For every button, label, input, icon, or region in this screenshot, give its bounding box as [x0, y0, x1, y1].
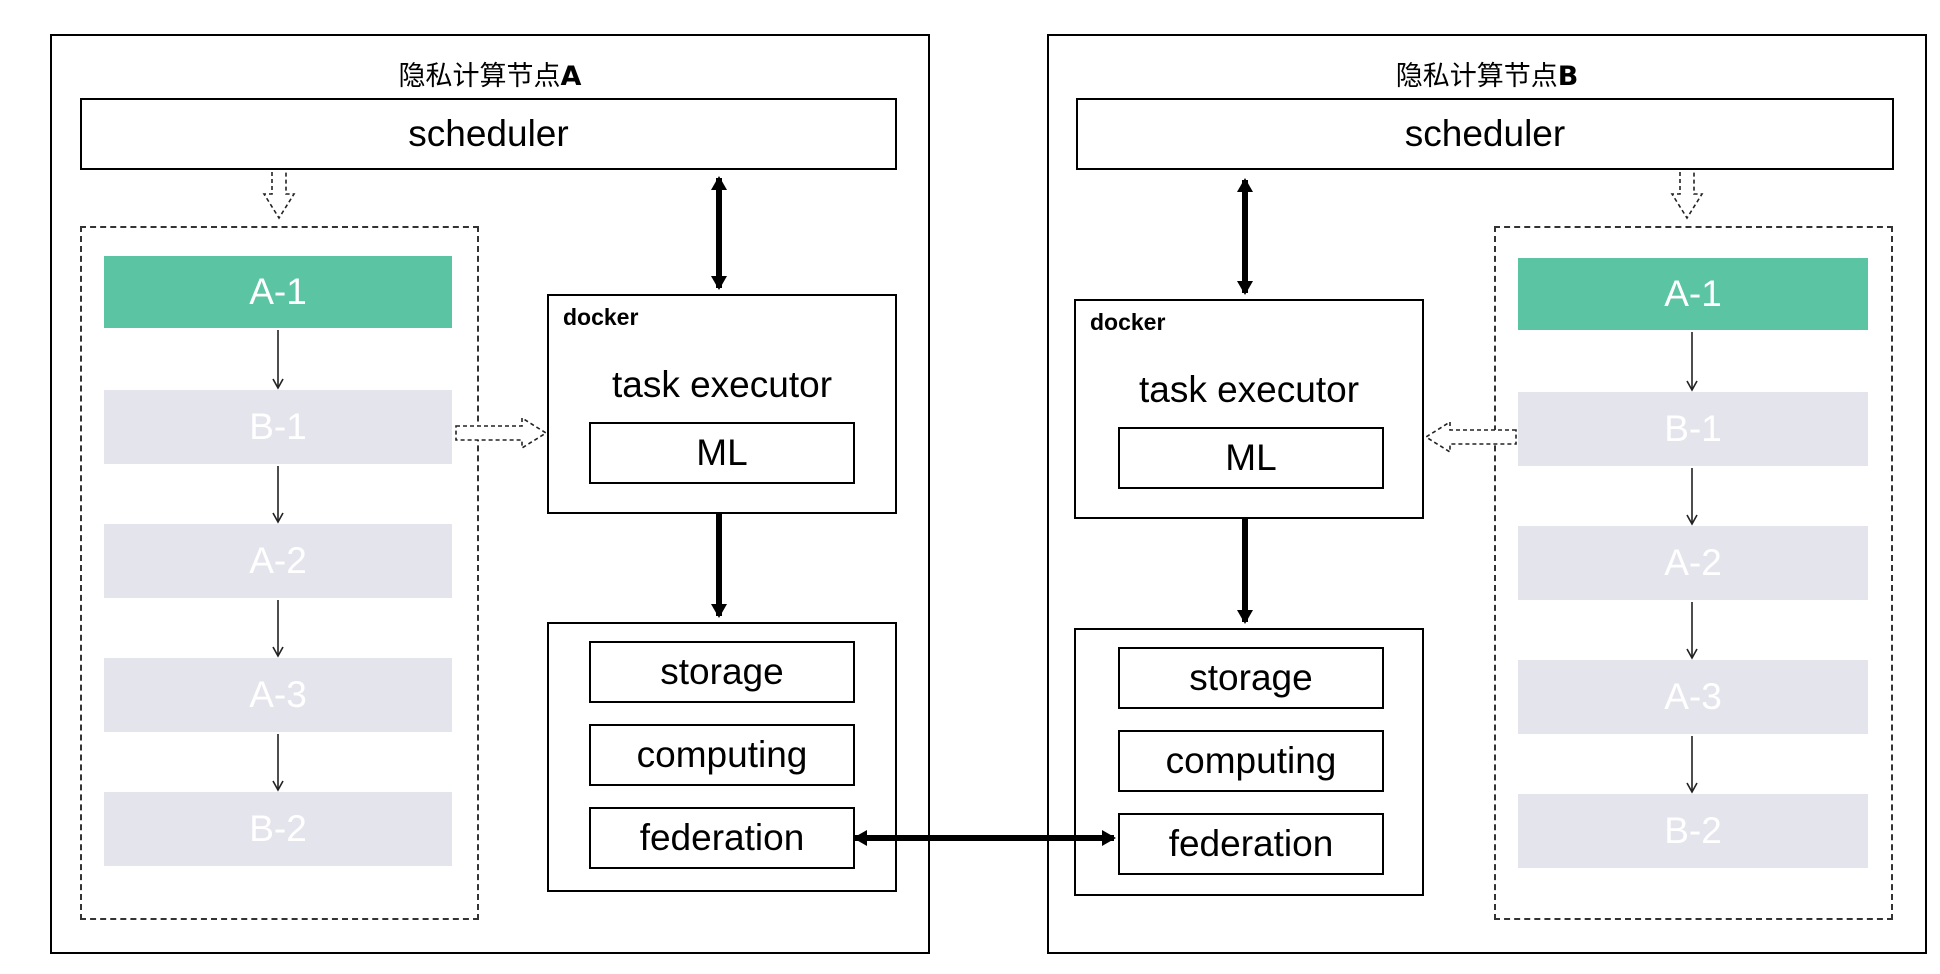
node-a-task-a2[interactable]: A-2 [104, 524, 452, 598]
node-a-title: 隐私计算节点A [52, 54, 928, 93]
node-b-task-a2[interactable]: A-2 [1518, 526, 1868, 600]
node-b-services-container: storage computing federation [1074, 628, 1424, 896]
node-a-task-b2[interactable]: B-2 [104, 792, 452, 866]
node-a-services-container: storage computing federation [547, 622, 897, 892]
node-b-scheduler[interactable]: scheduler [1076, 98, 1894, 170]
node-a-scheduler[interactable]: scheduler [80, 98, 897, 170]
node-a-task-a1[interactable]: A-1 [104, 256, 452, 328]
node-b-title-suffix: B [1557, 61, 1579, 92]
node-a-title-prefix: 隐私计算节点 [398, 61, 561, 92]
node-a-storage-box[interactable]: storage [589, 641, 855, 703]
node-b-task-a3[interactable]: A-3 [1518, 660, 1868, 734]
node-b-title: 隐私计算节点B [1049, 54, 1925, 93]
node-a-title-suffix: A [560, 61, 582, 92]
node-b-task-b1[interactable]: B-1 [1518, 392, 1868, 466]
node-b-storage-box[interactable]: storage [1118, 647, 1384, 709]
node-b-docker-label: docker [1090, 309, 1166, 335]
node-a-ml-box[interactable]: ML [589, 422, 855, 484]
node-a-task-b1[interactable]: B-1 [104, 390, 452, 464]
node-a-computing-box[interactable]: computing [589, 724, 855, 786]
node-b-computing-box[interactable]: computing [1118, 730, 1384, 792]
node-b-federation-box[interactable]: federation [1118, 813, 1384, 875]
node-a-federation-box[interactable]: federation [589, 807, 855, 869]
node-a-task-executor-label: task executor [611, 364, 833, 405]
node-b-task-b2[interactable]: B-2 [1518, 794, 1868, 868]
node-a-docker-label: docker [563, 304, 639, 330]
node-b-task-executor-label: task executor [1138, 369, 1360, 410]
node-a-task-a3[interactable]: A-3 [104, 658, 452, 732]
node-a-task-queue [80, 226, 479, 920]
node-a-docker-container: docker task executor ML [547, 294, 897, 514]
node-b-task-a1[interactable]: A-1 [1518, 258, 1868, 330]
node-b-docker-container: docker task executor ML [1074, 299, 1424, 519]
node-b-task-queue [1494, 226, 1893, 920]
node-b-title-prefix: 隐私计算节点 [1395, 61, 1558, 92]
node-b-ml-box[interactable]: ML [1118, 427, 1384, 489]
